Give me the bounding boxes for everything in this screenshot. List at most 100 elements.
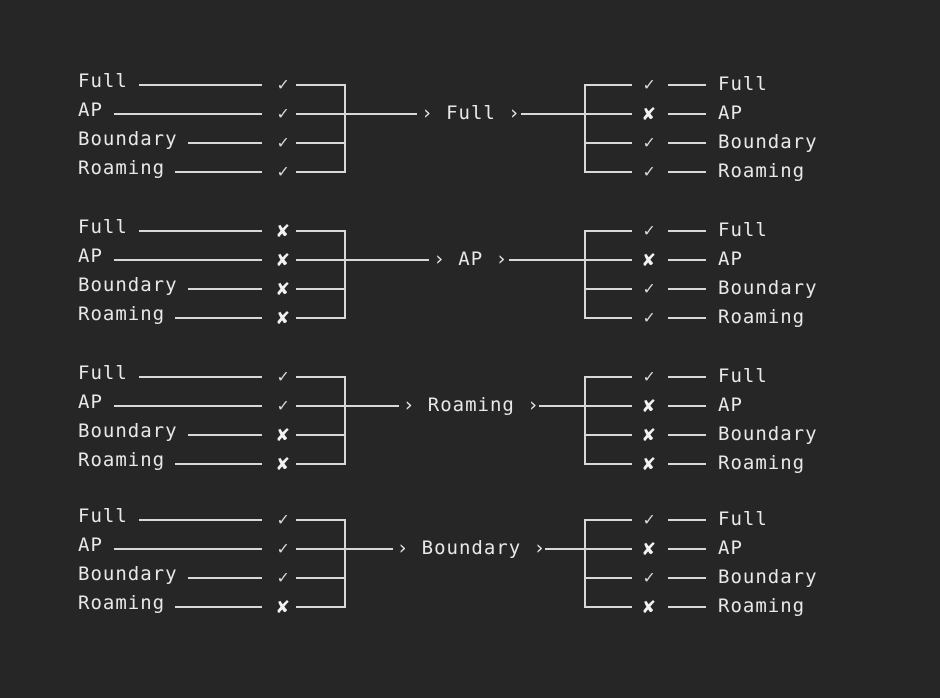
input-bracket-spine: [344, 230, 346, 318]
input-mark-check: ✓: [277, 538, 289, 559]
output-bracket-stub: [584, 519, 632, 521]
output-label: AP: [718, 248, 743, 270]
input-label: Full: [78, 216, 128, 238]
input-bracket-stub: [296, 376, 346, 378]
output-connector-dash: [668, 171, 706, 173]
input-label: AP: [78, 391, 103, 413]
input-connector-dash: [114, 405, 262, 407]
group-full: Full✓AP✓Boundary✓Roaming✓› Full ›✓Full✘A…: [0, 70, 940, 186]
input-label: Boundary: [78, 420, 178, 442]
input-bracket-stub: [296, 113, 346, 115]
output-connector-dash: [668, 288, 706, 290]
input-label: Roaming: [78, 303, 166, 325]
input-label: Roaming: [78, 449, 166, 471]
output-bracket-stub: [584, 288, 632, 290]
output-bracket-stub: [584, 142, 632, 144]
input-bracket-stub: [296, 288, 346, 290]
input-mark-cross: ✘: [276, 276, 290, 300]
input-bracket-stub: [296, 230, 346, 232]
output-bracket-stub: [584, 405, 632, 407]
input-mark-cross: ✘: [276, 422, 290, 446]
center-lead-in: [344, 548, 393, 550]
output-label: Boundary: [718, 423, 818, 445]
output-connector-dash: [668, 142, 706, 144]
group-roaming: Full✓AP✓Boundary✘Roaming✘› Roaming ›✓Ful…: [0, 362, 940, 478]
input-mark-cross: ✘: [276, 218, 290, 242]
input-connector-dash: [138, 230, 262, 232]
input-mark-check: ✓: [277, 567, 289, 588]
output-bracket-stub: [584, 434, 632, 436]
input-label-box: Roaming: [78, 449, 212, 478]
input-connector-dash: [114, 259, 262, 261]
output-label: Boundary: [718, 131, 818, 153]
output-mark-check: ✓: [643, 278, 655, 299]
output-label: Full: [718, 219, 768, 241]
output-connector-dash: [668, 113, 706, 115]
center-lead-out: [508, 259, 586, 261]
output-mark-check: ✓: [643, 74, 655, 95]
output-connector-dash: [668, 230, 706, 232]
output-mark-cross: ✘: [642, 536, 656, 560]
center-node-label: › AP ›: [433, 248, 509, 270]
output-mark-cross: ✘: [642, 393, 656, 417]
input-label-box: AP: [78, 245, 212, 274]
output-mark-check: ✓: [643, 509, 655, 530]
output-label: Roaming: [718, 306, 806, 328]
center-node-label: › Full ›: [421, 102, 521, 124]
output-label: Full: [718, 73, 768, 95]
output-bracket-spine: [584, 84, 586, 172]
output-bracket-stub: [584, 259, 632, 261]
input-mark-cross: ✘: [276, 451, 290, 475]
input-label-box: Full: [78, 362, 212, 391]
input-label: AP: [78, 534, 103, 556]
output-connector-dash: [668, 84, 706, 86]
center-lead-in: [344, 259, 430, 261]
output-label: AP: [718, 394, 743, 416]
input-bracket-stub: [296, 84, 346, 86]
output-label: Full: [718, 508, 768, 530]
input-bracket-stub: [296, 434, 346, 436]
output-mark-cross: ✘: [642, 422, 656, 446]
input-label: Full: [78, 70, 128, 92]
input-bracket-stub: [296, 405, 346, 407]
output-label: Boundary: [718, 277, 818, 299]
output-bracket-stub: [584, 171, 632, 173]
center-node-label: › Boundary ›: [396, 537, 547, 559]
input-connector-dash: [187, 577, 262, 579]
center-lead-in: [344, 405, 399, 407]
output-bracket-stub: [584, 548, 632, 550]
input-bracket-stub: [296, 606, 346, 608]
output-bracket-stub: [584, 230, 632, 232]
output-mark-check: ✓: [643, 220, 655, 241]
input-mark-check: ✓: [277, 132, 289, 153]
output-connector-dash: [668, 405, 706, 407]
input-bracket-stub: [296, 463, 346, 465]
input-bracket-stub: [296, 519, 346, 521]
input-label-box: Boundary: [78, 563, 212, 592]
input-connector-dash: [175, 317, 262, 319]
input-connector-dash: [138, 519, 262, 521]
input-bracket-stub: [296, 171, 346, 173]
input-label-box: Boundary: [78, 274, 212, 303]
input-label-box: Roaming: [78, 303, 212, 332]
output-mark-check: ✓: [643, 307, 655, 328]
output-connector-dash: [668, 463, 706, 465]
center-lead-in: [344, 113, 418, 115]
input-label-box: Full: [78, 216, 212, 245]
input-connector-dash: [175, 171, 262, 173]
output-bracket-spine: [584, 376, 586, 464]
input-mark-cross: ✘: [276, 305, 290, 329]
output-bracket-stub: [584, 113, 632, 115]
input-label-box: Roaming: [78, 592, 212, 621]
input-label: Boundary: [78, 274, 178, 296]
output-connector-dash: [668, 434, 706, 436]
input-label: Roaming: [78, 157, 166, 179]
input-label: Full: [78, 505, 128, 527]
input-bracket-stub: [296, 317, 346, 319]
input-bracket-stub: [296, 548, 346, 550]
input-mark-check: ✓: [277, 395, 289, 416]
input-connector-dash: [187, 142, 262, 144]
output-connector-dash: [668, 577, 706, 579]
output-mark-check: ✓: [643, 161, 655, 182]
output-connector-dash: [668, 317, 706, 319]
